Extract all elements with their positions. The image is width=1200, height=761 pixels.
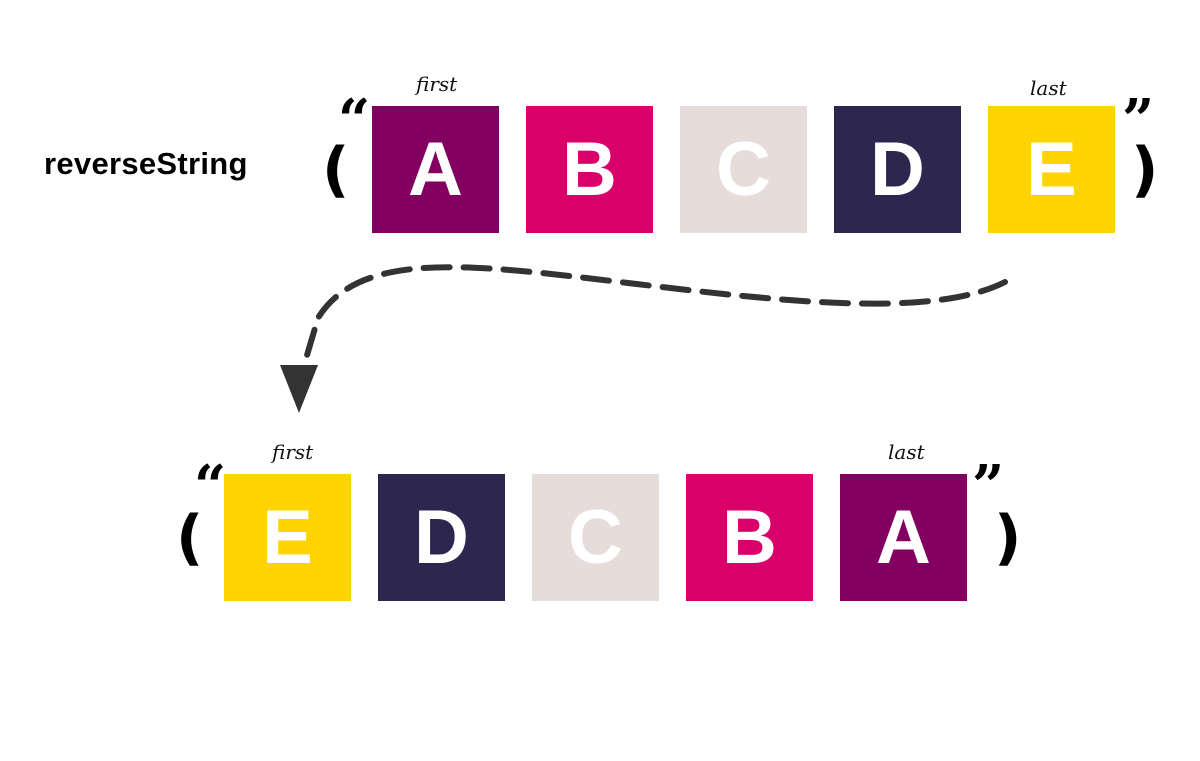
output-tile-letter: C: [568, 495, 623, 580]
input-close-paren: ): [1131, 135, 1159, 205]
input-last-label: last: [1030, 76, 1067, 100]
output-first-label: first: [272, 440, 314, 464]
function-name: reverseString: [44, 146, 248, 181]
output-tile-1: E: [224, 474, 351, 601]
output-tile-letter: D: [414, 495, 469, 580]
input-tile-letter: A: [408, 127, 463, 212]
output-last-label: last: [888, 440, 925, 464]
output-tile-3: C: [532, 474, 659, 601]
output-tile-letter: B: [722, 495, 777, 580]
input-tile-5: E: [988, 106, 1115, 233]
output-tile-4: B: [686, 474, 813, 601]
input-tile-1: A: [372, 106, 499, 233]
output-open-paren: (: [176, 503, 204, 573]
output-tile-5: A: [840, 474, 967, 601]
output-tile-letter: E: [262, 495, 313, 580]
input-tile-letter: E: [1026, 127, 1077, 212]
input-first-label: first: [416, 72, 458, 96]
output-open-quote: “: [194, 453, 227, 519]
input-tile-letter: C: [716, 127, 771, 212]
input-open-quote: “: [338, 87, 371, 153]
input-tile-letter: D: [870, 127, 925, 212]
reverse-arrowhead-icon: [280, 365, 318, 413]
input-tile-2: B: [526, 106, 653, 233]
output-close-quote: ”: [972, 453, 1005, 519]
reverse-arrow-path: [302, 264, 1008, 365]
input-open-paren: (: [322, 135, 350, 205]
output-close-paren: ): [994, 503, 1022, 573]
input-tile-letter: B: [562, 127, 617, 212]
output-tile-letter: A: [876, 495, 931, 580]
input-close-quote: ”: [1122, 87, 1155, 153]
input-tile-3: C: [680, 106, 807, 233]
output-tile-2: D: [378, 474, 505, 601]
input-tile-4: D: [834, 106, 961, 233]
